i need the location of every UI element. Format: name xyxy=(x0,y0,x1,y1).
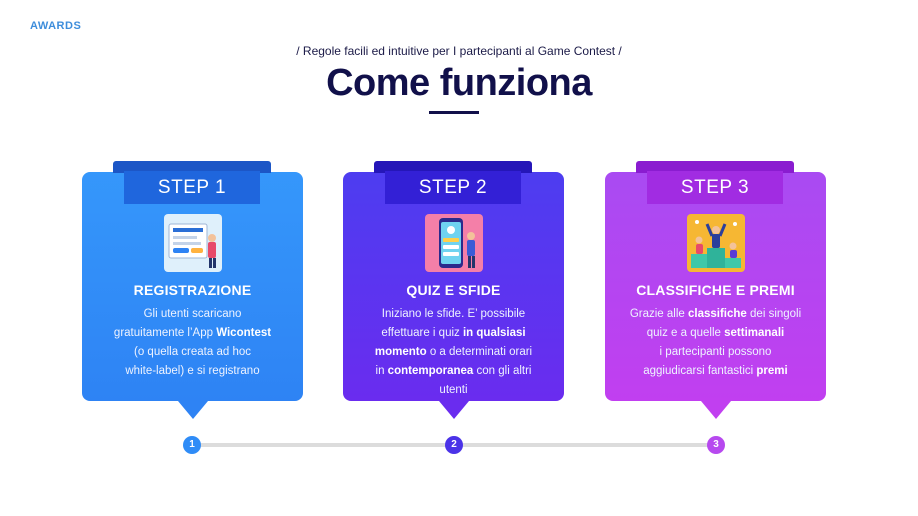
step-label: STEP 1 xyxy=(124,171,260,204)
body-text: utenti xyxy=(439,384,468,396)
highlight-text: momento xyxy=(374,346,427,358)
step-title: CLASSIFICHE E PREMI xyxy=(636,282,795,298)
body-text: Gli utenti scaricano xyxy=(143,308,242,320)
body-text: gratuitamente l’App xyxy=(113,327,217,339)
podium-winners-illustration-icon xyxy=(687,214,745,272)
timeline-dot-3: 3 xyxy=(707,436,725,454)
body-text: Grazie alle xyxy=(629,308,688,320)
body-text: effettuare i quiz xyxy=(381,327,463,339)
highlight-text: classifiche xyxy=(688,308,747,320)
step-description: Iniziano le sfide. E’ possibile effettuar… xyxy=(355,305,552,400)
body-text: in xyxy=(375,365,388,377)
step-tab-back xyxy=(113,161,271,173)
card-pointer xyxy=(439,401,469,419)
highlight-text: Wicontest xyxy=(216,327,272,339)
title-underline xyxy=(429,111,479,114)
body-text: i partecipanti possono xyxy=(659,346,772,358)
body-text: Iniziano le sfide. E’ possibile xyxy=(381,308,526,320)
highlight-text: in qualsiasi xyxy=(462,327,526,339)
body-text: quiz e a quelle xyxy=(646,327,725,339)
timeline-dot-1: 1 xyxy=(183,436,201,454)
step-card-2: STEP 2 QUIZ E SFIDE Iniziano le sfide. E… xyxy=(343,161,564,419)
step-tab-back xyxy=(374,161,532,173)
step-title: REGISTRAZIONE xyxy=(133,282,252,298)
step-card-3: STEP 3 CLASSIFICHE E PREMI Grazie alle c… xyxy=(605,161,826,419)
body-text: con gli altri xyxy=(473,365,532,377)
card-pointer xyxy=(178,401,208,419)
step-description: Grazie alle classifiche dei singoli quiz … xyxy=(617,305,814,381)
body-text: white-label) e si registrano xyxy=(125,365,260,377)
quiz-phone-illustration-icon xyxy=(425,214,483,272)
step-card-1: STEP 1 REGISTRAZIONE Gli utenti scarican… xyxy=(82,161,303,419)
body-text: aggiudicarsi fantastici xyxy=(643,365,757,377)
highlight-text: contemporanea xyxy=(387,365,474,377)
page-subtitle: / Regole facili ed intuitive per I parte… xyxy=(296,44,622,58)
step-title: QUIZ E SFIDE xyxy=(406,282,501,298)
body-text: o a determinati orari xyxy=(426,346,533,358)
body-text: (o quella creata ad hoc xyxy=(134,346,251,358)
step-label: STEP 3 xyxy=(647,171,783,204)
body-text: dei singoli xyxy=(746,308,802,320)
highlight-text: settimanali xyxy=(724,327,785,339)
timeline-dot-2: 2 xyxy=(445,436,463,454)
awards-tag: AWARDS xyxy=(30,20,82,32)
step-tab-back xyxy=(636,161,794,173)
registration-illustration-icon xyxy=(164,214,222,272)
step-label: STEP 2 xyxy=(385,171,521,204)
highlight-text: premi xyxy=(756,365,788,377)
card-pointer xyxy=(701,401,731,419)
page-title: Come funziona xyxy=(326,62,592,104)
